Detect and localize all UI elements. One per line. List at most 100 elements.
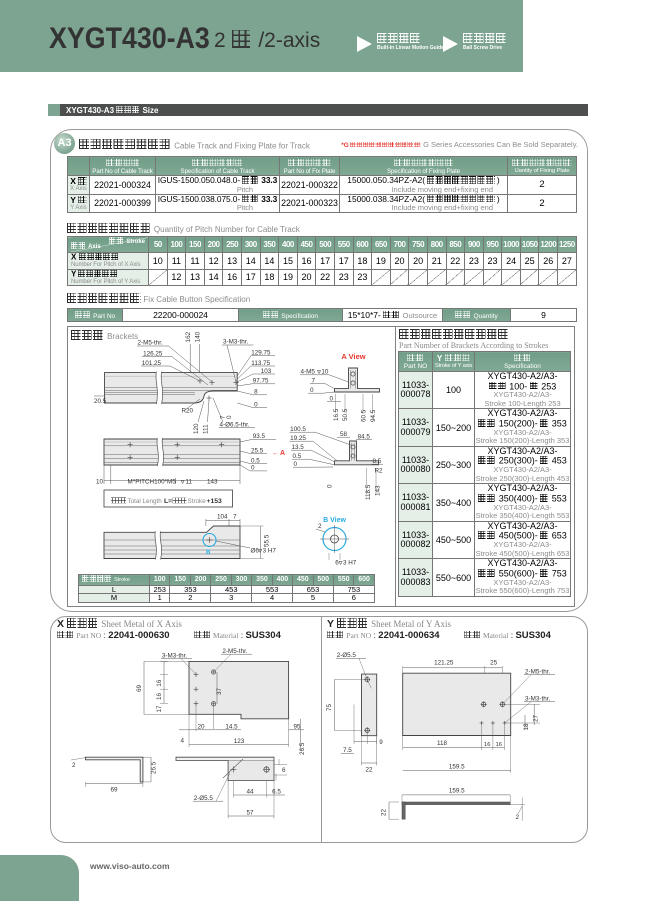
- svg-text:69: 69: [136, 684, 143, 692]
- svg-text:3-M3-thr.: 3-M3-thr.: [525, 696, 550, 703]
- svg-text:18: 18: [523, 723, 530, 731]
- svg-text:69: 69: [110, 787, 118, 794]
- svg-text:+153: +153: [207, 498, 223, 505]
- svg-text:0: 0: [310, 387, 314, 394]
- svg-text:6: 6: [282, 767, 286, 774]
- svg-text:2-Ø5.5: 2-Ø5.5: [337, 652, 357, 659]
- svg-text:10: 10: [321, 369, 329, 376]
- svg-text:0.5: 0.5: [251, 457, 260, 464]
- svg-text:19.25: 19.25: [290, 435, 306, 442]
- svg-text:11: 11: [186, 479, 193, 486]
- svg-text:3-M3-thr.: 3-M3-thr.: [223, 339, 248, 346]
- svg-text:129.75: 129.75: [251, 349, 271, 356]
- svg-text:95: 95: [293, 723, 301, 730]
- svg-text:2-M5-thr.: 2-M5-thr.: [525, 669, 550, 676]
- svg-text:118: 118: [437, 740, 448, 747]
- svg-text:8: 8: [254, 389, 258, 396]
- svg-text:22: 22: [380, 808, 387, 816]
- svg-text:L=: L=: [164, 498, 172, 505]
- svg-text:126.25: 126.25: [143, 350, 163, 357]
- svg-text:R20: R20: [182, 408, 194, 415]
- svg-text:25: 25: [490, 660, 498, 667]
- svg-text:Ø6: Ø6: [251, 548, 260, 555]
- svg-text:97.75: 97.75: [253, 378, 269, 385]
- svg-text:3 H7: 3 H7: [263, 548, 277, 555]
- svg-text:0.5: 0.5: [293, 453, 302, 460]
- svg-text:10: 10: [96, 479, 104, 486]
- svg-text:16: 16: [484, 742, 490, 748]
- svg-text:0: 0: [327, 484, 334, 488]
- svg-text:0: 0: [254, 401, 258, 408]
- svg-text:0: 0: [226, 415, 233, 419]
- svg-text:159.5: 159.5: [449, 788, 465, 795]
- svg-text:B: B: [206, 550, 211, 556]
- svg-text:4-Ø6.5-thr.: 4-Ø6.5-thr.: [220, 421, 250, 428]
- svg-text:162: 162: [185, 331, 192, 342]
- svg-text:8.5: 8.5: [373, 458, 382, 465]
- svg-text:2-M5-thr.: 2-M5-thr.: [222, 648, 247, 655]
- svg-text:16: 16: [156, 679, 163, 687]
- svg-text:16: 16: [156, 692, 163, 700]
- svg-text:50.5: 50.5: [342, 408, 349, 421]
- svg-text:6: 6: [335, 560, 339, 567]
- svg-text:111: 111: [203, 424, 210, 434]
- svg-text:60.5: 60.5: [361, 409, 368, 422]
- svg-text:4-M5: 4-M5: [301, 369, 316, 376]
- svg-text:13.5: 13.5: [292, 444, 305, 451]
- svg-text:6.5: 6.5: [272, 789, 281, 796]
- svg-text:94.5: 94.5: [370, 409, 377, 422]
- svg-text:113.75: 113.75: [251, 360, 270, 367]
- svg-text:27: 27: [532, 714, 539, 722]
- svg-text:103: 103: [261, 368, 272, 375]
- svg-text:A: A: [280, 450, 285, 457]
- svg-text:Stroke: Stroke: [188, 498, 207, 505]
- svg-text:57: 57: [246, 810, 254, 817]
- svg-text:2-Ø5.5: 2-Ø5.5: [194, 795, 214, 802]
- svg-text:9: 9: [379, 739, 383, 746]
- svg-text:58: 58: [340, 431, 348, 438]
- svg-text:20: 20: [197, 723, 205, 730]
- svg-text:7.5: 7.5: [343, 747, 352, 754]
- svg-text:75: 75: [326, 703, 333, 711]
- svg-text:17: 17: [156, 705, 163, 713]
- svg-text:7: 7: [233, 514, 237, 521]
- svg-text:26.5: 26.5: [150, 761, 157, 774]
- svg-text:140: 140: [194, 331, 201, 342]
- svg-text:16: 16: [495, 742, 501, 748]
- svg-text:2: 2: [516, 814, 520, 821]
- svg-text:B View: B View: [323, 517, 346, 524]
- svg-text:93.5: 93.5: [253, 433, 266, 440]
- svg-text:121.25: 121.25: [434, 660, 454, 667]
- svg-text:←: ←: [272, 450, 279, 457]
- svg-text:3 H7: 3 H7: [343, 560, 357, 567]
- svg-text:44: 44: [246, 789, 254, 796]
- svg-text:2: 2: [318, 523, 322, 530]
- svg-text:14.5: 14.5: [225, 723, 238, 730]
- svg-text:3-M3-thr.: 3-M3-thr.: [162, 652, 187, 659]
- svg-text:120: 120: [193, 423, 200, 434]
- svg-text:M*PITCH100*M5: M*PITCH100*M5: [128, 479, 177, 486]
- svg-text:A View: A View: [341, 352, 365, 361]
- svg-text:55.5: 55.5: [264, 534, 271, 547]
- svg-text:84.5: 84.5: [358, 433, 371, 440]
- svg-text:0: 0: [251, 465, 255, 472]
- svg-text:R2: R2: [375, 468, 384, 475]
- svg-text:26.5: 26.5: [299, 742, 306, 755]
- svg-text:104: 104: [217, 514, 228, 521]
- svg-text:7: 7: [220, 415, 227, 419]
- svg-text:0: 0: [294, 461, 298, 468]
- svg-text:2-M5-thr.: 2-M5-thr.: [138, 340, 163, 347]
- svg-text:2: 2: [72, 762, 76, 769]
- svg-text:25.5: 25.5: [251, 447, 264, 454]
- svg-text:22: 22: [365, 767, 373, 774]
- svg-text:118.5: 118.5: [365, 484, 372, 500]
- svg-text:0: 0: [330, 396, 334, 403]
- svg-text:20.5: 20.5: [94, 398, 107, 405]
- svg-text:Total Length: Total Length: [128, 498, 163, 505]
- svg-text:7: 7: [312, 377, 316, 384]
- svg-text:16.5: 16.5: [333, 408, 340, 421]
- svg-text:123: 123: [234, 738, 245, 745]
- svg-text:159.5: 159.5: [449, 763, 465, 770]
- svg-text:143: 143: [375, 485, 382, 496]
- svg-text:4: 4: [181, 738, 185, 745]
